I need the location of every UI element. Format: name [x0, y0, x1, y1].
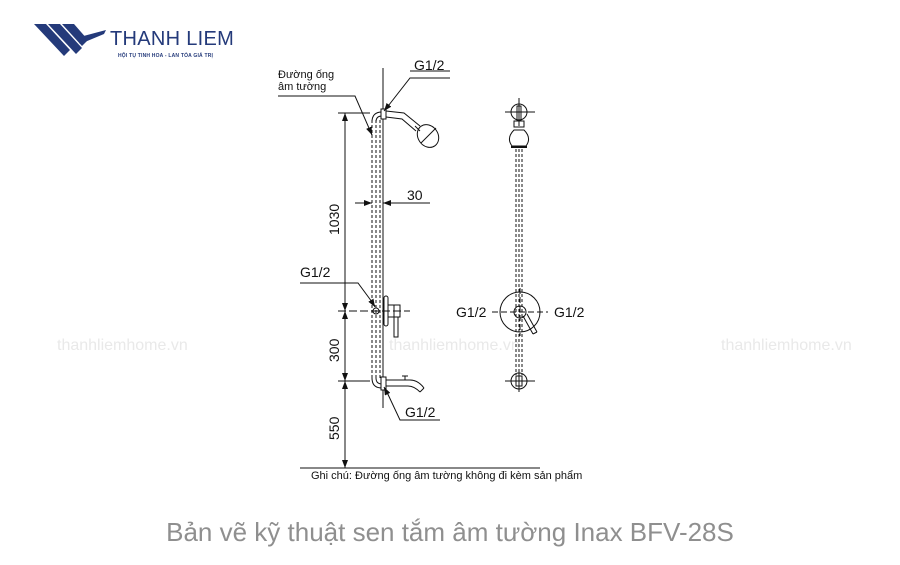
brand-logo: THANH LIEM HỘI TỤ TINH HOA - LAN TỎA GIÁ…	[30, 20, 250, 65]
logo-mark-icon	[34, 24, 106, 56]
bottom-thread-leader	[384, 387, 440, 421]
top-thread-label: G1/2	[414, 57, 445, 73]
mixer-thread-label: G1/2	[300, 264, 331, 280]
page-caption: Bản vẽ kỹ thuật sen tắm âm tường Inax BF…	[166, 517, 734, 547]
concealed-pipe	[371, 120, 381, 378]
brand-tagline: HỘI TỤ TINH HOA - LAN TỎA GIÁ TRỊ	[118, 53, 214, 59]
shower-arm	[385, 110, 421, 127]
pipe-width-label: 30	[407, 187, 423, 203]
watermark: thanhliemhome.vn	[57, 337, 188, 354]
dimension-550: 550	[326, 416, 342, 440]
front-left-thread-label: G1/2	[456, 304, 487, 320]
front-right-thread-label: G1/2	[554, 304, 585, 320]
bottom-thread-label: G1/2	[405, 404, 436, 420]
brand-name: THANH LIEM	[110, 28, 235, 50]
mixer-valve	[372, 295, 401, 338]
mixer-thread-leader	[300, 282, 376, 307]
drawing-note: Ghi chú: Đường ống âm tường không đi kèm…	[311, 470, 583, 482]
wall-pipe-label: Đường ống âm tường	[278, 69, 334, 93]
wall-pipe-label-line1: Đường ống	[278, 69, 335, 81]
watermark: thanhliemhome.vn	[389, 337, 520, 354]
dimension-1030: 1030	[326, 203, 342, 235]
watermark: thanhliemhome.vn	[721, 337, 852, 354]
dimension-300: 300	[326, 338, 342, 362]
wall-pipe-label-line2: âm tường	[278, 81, 327, 93]
front-view	[492, 98, 548, 392]
tub-spout	[386, 379, 425, 389]
shower-head	[414, 124, 440, 148]
wall-pipe-leader	[278, 95, 373, 136]
top-thread-leader	[384, 77, 450, 111]
